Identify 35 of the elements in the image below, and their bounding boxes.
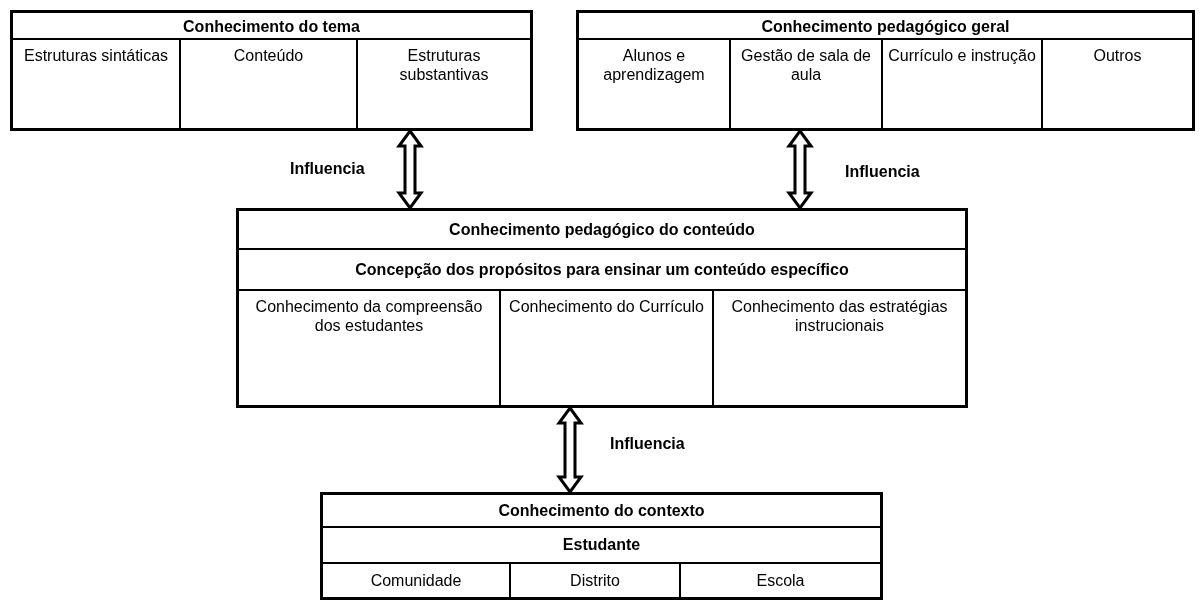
table-cell xyxy=(499,289,712,405)
table-cell xyxy=(679,562,880,597)
double-arrow xyxy=(396,128,424,211)
table-cell xyxy=(881,38,1041,128)
group-heading: Conhecimento pedagógico geral xyxy=(760,16,1011,36)
group-heading: Conhecimento pedagógico do conteúdo xyxy=(448,219,756,239)
cell-text: Conhecimento das estratégias instrucionais xyxy=(730,297,949,335)
table-cell xyxy=(179,38,356,128)
cell-text: Currículo e instrução xyxy=(887,46,1037,65)
cell-text: Concepção dos propósitos para ensinar um conteúdo específico xyxy=(354,260,850,279)
group-box xyxy=(576,10,1195,131)
cell-text: Estruturas sintáticas xyxy=(22,46,170,65)
table-cell xyxy=(509,562,679,597)
table-cell xyxy=(1041,38,1192,128)
cell-text: Comunidade xyxy=(369,571,463,590)
table-cell xyxy=(729,38,881,128)
table-cell xyxy=(356,38,530,128)
cell-text: Gestão de sala de aula xyxy=(740,46,872,84)
cell-text: Conhecimento do Currículo xyxy=(508,297,705,316)
cell-text: Conteúdo xyxy=(232,46,305,65)
cell-text: Outros xyxy=(1092,46,1143,65)
cell-text: Alunos e aprendizagem xyxy=(602,46,706,84)
cell-text: Distrito xyxy=(569,571,621,590)
cell-text: Escola xyxy=(755,571,806,590)
double-arrow xyxy=(786,128,814,211)
group-box xyxy=(320,492,883,600)
cell-text: Conhecimento da compreensão dos estudantes xyxy=(254,297,484,335)
group-box xyxy=(10,10,533,131)
group-heading: Conhecimento do tema xyxy=(182,16,361,36)
table-cell xyxy=(712,289,965,405)
group-heading: Conhecimento do contexto xyxy=(497,500,706,520)
group-box xyxy=(236,208,968,408)
cell-text: Estruturas substantivas xyxy=(398,46,490,84)
double-arrow xyxy=(556,405,584,495)
cell-text: Estudante xyxy=(561,535,642,554)
